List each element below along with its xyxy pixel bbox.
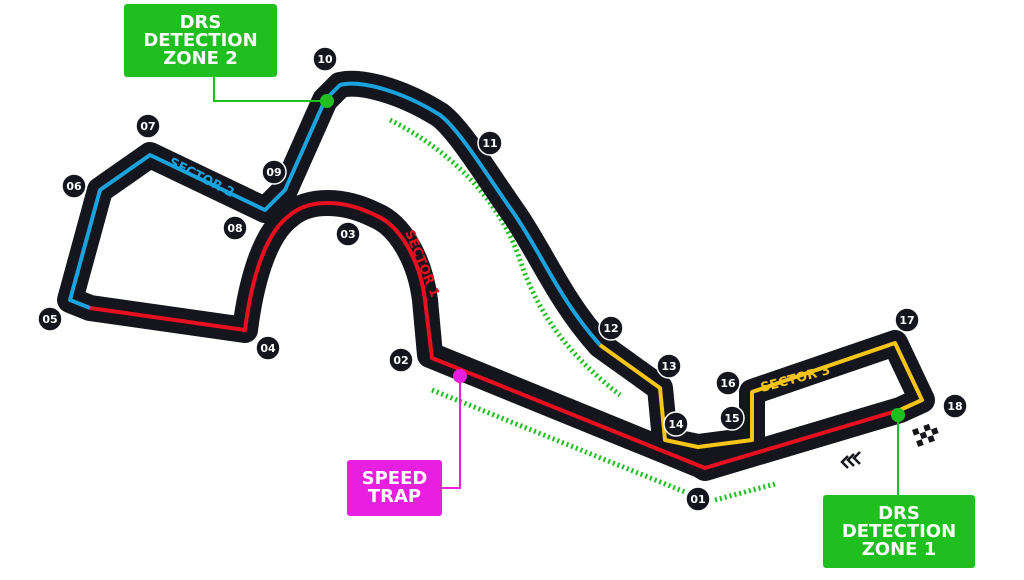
turn-marker-11: 11 <box>477 130 503 156</box>
turn-marker-12: 12 <box>598 315 624 341</box>
turn-number: 02 <box>393 354 408 367</box>
turn-marker-10: 10 <box>312 46 338 72</box>
turn-marker-07: 07 <box>135 113 161 139</box>
drs-detection-zone-2-label: DRS DETECTION ZONE 2 <box>143 11 258 69</box>
checkered-flag-icon <box>912 421 941 447</box>
turn-number: 04 <box>260 342 276 355</box>
turn-number: 11 <box>482 137 497 150</box>
turn-marker-18: 18 <box>942 393 968 419</box>
turn-marker-02: 02 <box>388 347 414 373</box>
direction-chevrons-icon <box>840 451 861 469</box>
drs-detection-zone-1-callout: DRS DETECTION ZONE 1 <box>823 495 975 568</box>
turn-number: 09 <box>266 166 281 179</box>
sector-2-line <box>68 81 602 347</box>
speed-trap-callout: SPEED TRAP <box>347 460 442 516</box>
turn-number: 12 <box>603 322 618 335</box>
speed-trap-label: SPEED TRAP <box>361 468 428 507</box>
drs-detection-zone-1-label: DRS DETECTION ZONE 1 <box>841 502 957 560</box>
turn-marker-16: 16 <box>715 370 741 396</box>
turn-marker-14: 14 <box>663 411 689 437</box>
turn-markers: 01 02 03 04 05 06 07 08 09 10 11 12 13 14 15 16 17 18 <box>37 46 968 512</box>
turn-number: 07 <box>140 120 155 133</box>
turn-marker-03: 03 <box>335 221 361 247</box>
turn-number: 17 <box>899 314 914 327</box>
turn-number: 18 <box>947 400 962 413</box>
turn-marker-04: 04 <box>255 335 281 361</box>
drs1-detection-point <box>891 408 905 422</box>
turn-number: 06 <box>66 180 82 193</box>
turn-marker-01: 01 <box>685 486 711 512</box>
turn-number: 05 <box>42 313 57 326</box>
speed-trap-point <box>453 369 467 383</box>
turn-marker-15: 15 <box>719 405 745 431</box>
turn-marker-06: 06 <box>61 173 87 199</box>
turn-marker-17: 17 <box>894 307 920 333</box>
speed-trap-connector <box>442 376 461 489</box>
turn-number: 13 <box>661 360 676 373</box>
drs2-detection-point <box>320 94 334 108</box>
turn-marker-13: 13 <box>656 353 682 379</box>
drs-zones <box>388 117 776 503</box>
turn-number: 16 <box>720 377 736 390</box>
drs2-connector <box>213 77 327 102</box>
drs-detection-zone-2-callout: DRS DETECTION ZONE 2 <box>124 4 277 77</box>
drs-zone-dots-1 <box>431 387 706 503</box>
drs-zone-dots-1b <box>714 481 776 503</box>
turn-number: 01 <box>690 493 705 506</box>
turn-marker-08: 08 <box>222 215 248 241</box>
drs-zone-dots-2 <box>388 117 622 397</box>
callout-connectors <box>213 77 905 495</box>
turn-number: 08 <box>227 222 242 235</box>
turn-number: 03 <box>340 228 355 241</box>
turn-marker-09: 09 <box>261 159 287 185</box>
sector-3-line <box>598 341 924 449</box>
turn-marker-05: 05 <box>37 306 63 332</box>
turn-number: 10 <box>317 53 333 66</box>
turn-number: 15 <box>724 412 739 425</box>
sector-1-line <box>89 201 901 470</box>
turn-number: 14 <box>668 418 684 431</box>
